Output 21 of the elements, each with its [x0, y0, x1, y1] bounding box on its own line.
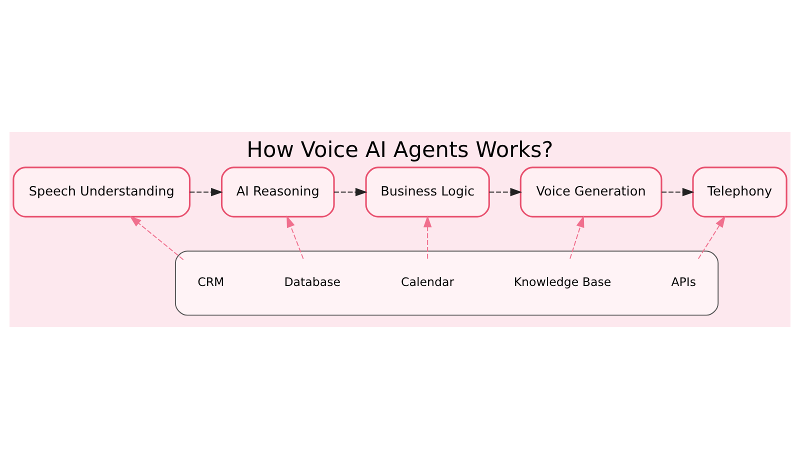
- arrow: [661, 188, 694, 196]
- node-text: Database: [284, 275, 340, 290]
- arrow: [698, 216, 726, 260]
- arrow: [570, 216, 584, 260]
- node-text: APIs: [671, 275, 696, 290]
- arrow: [488, 188, 522, 196]
- arrow: [286, 216, 304, 260]
- arrow: [334, 188, 368, 196]
- arrow: [130, 216, 184, 260]
- node-box: Telephony: [692, 166, 788, 218]
- diagram-title: How Voice AI Agents Works?: [246, 138, 554, 164]
- node-box: Speech Understanding: [12, 166, 191, 218]
- cluster: [174, 250, 719, 316]
- arrow: [423, 215, 432, 260]
- node-box: Business Logic: [365, 166, 490, 218]
- node-text: Calendar: [401, 275, 454, 290]
- node-text: CRM: [198, 275, 224, 290]
- node-box: Voice Generation: [520, 166, 662, 218]
- arrow: [189, 188, 223, 196]
- node-box: AI Reasoning: [220, 166, 335, 218]
- node-text: Knowledge Base: [514, 275, 612, 290]
